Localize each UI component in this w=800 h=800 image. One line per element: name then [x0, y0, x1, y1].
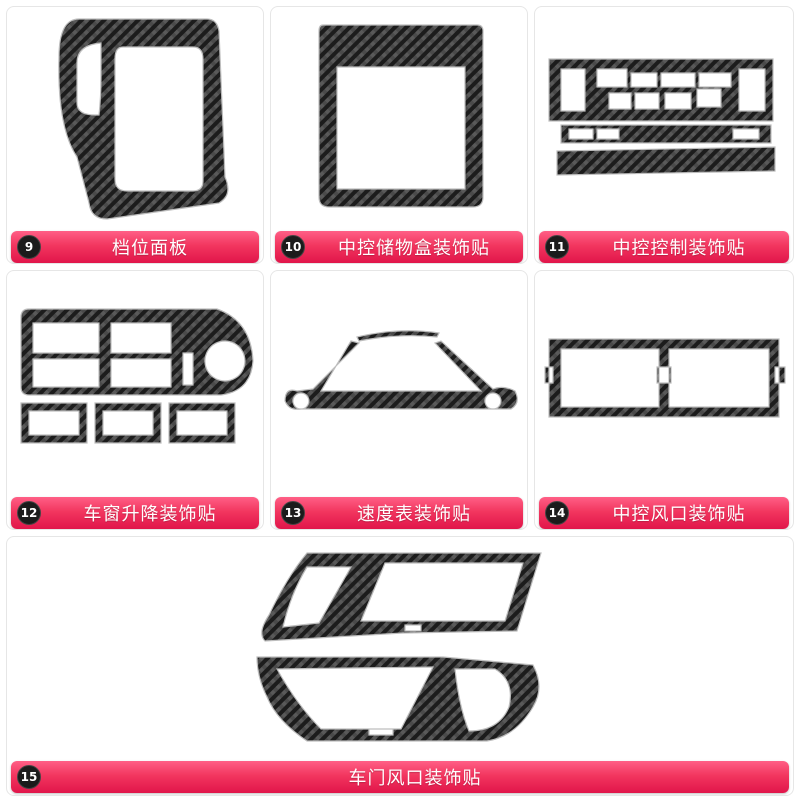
product-label: 中控储物盒装饰贴	[338, 238, 490, 259]
number-badge: 10	[281, 235, 305, 259]
product-label: 中控风口装饰贴	[612, 504, 746, 525]
product-label: 中控控制装饰贴	[612, 238, 746, 259]
product-card-9[interactable]: 9 档位面板	[6, 6, 264, 264]
label-bar: 11 中控控制装饰贴	[539, 231, 789, 263]
door-vent-frame-icon	[256, 552, 542, 742]
speedometer-frame-icon	[284, 330, 518, 410]
product-card-12[interactable]: 12 车窗升降装饰贴	[6, 270, 264, 530]
product-card-15[interactable]: 15 车门风口装饰贴	[6, 536, 794, 796]
storage-box-frame-icon	[318, 24, 484, 208]
product-card-13[interactable]: 13 速度表装饰贴	[270, 270, 528, 530]
center-vent-frame-icon	[544, 338, 786, 418]
label-bar: 10 中控储物盒装饰贴	[275, 231, 523, 263]
product-label: 速度表装饰贴	[357, 504, 471, 525]
number-badge: 15	[17, 765, 41, 789]
product-label: 车门风口装饰贴	[348, 768, 482, 789]
product-card-11[interactable]: 11 中控控制装饰贴	[534, 6, 794, 264]
control-panel-frame-icon	[548, 58, 776, 176]
number-badge: 12	[17, 501, 41, 525]
label-bar: 9 档位面板	[11, 231, 259, 263]
gear-shift-panel-icon	[58, 18, 229, 220]
label-bar: 15 车门风口装饰贴	[11, 761, 789, 793]
product-label: 车窗升降装饰贴	[83, 504, 217, 525]
window-switch-frame-icon	[20, 308, 254, 444]
number-badge: 14	[545, 501, 569, 525]
number-badge: 11	[545, 235, 569, 259]
label-bar: 12 车窗升降装饰贴	[11, 497, 259, 529]
product-card-14[interactable]: 14 中控风口装饰贴	[534, 270, 794, 530]
number-badge: 13	[281, 501, 305, 525]
product-label: 档位面板	[112, 238, 188, 259]
label-bar: 13 速度表装饰贴	[275, 497, 523, 529]
label-bar: 14 中控风口装饰贴	[539, 497, 789, 529]
product-card-10[interactable]: 10 中控储物盒装饰贴	[270, 6, 528, 264]
number-badge: 9	[17, 235, 41, 259]
